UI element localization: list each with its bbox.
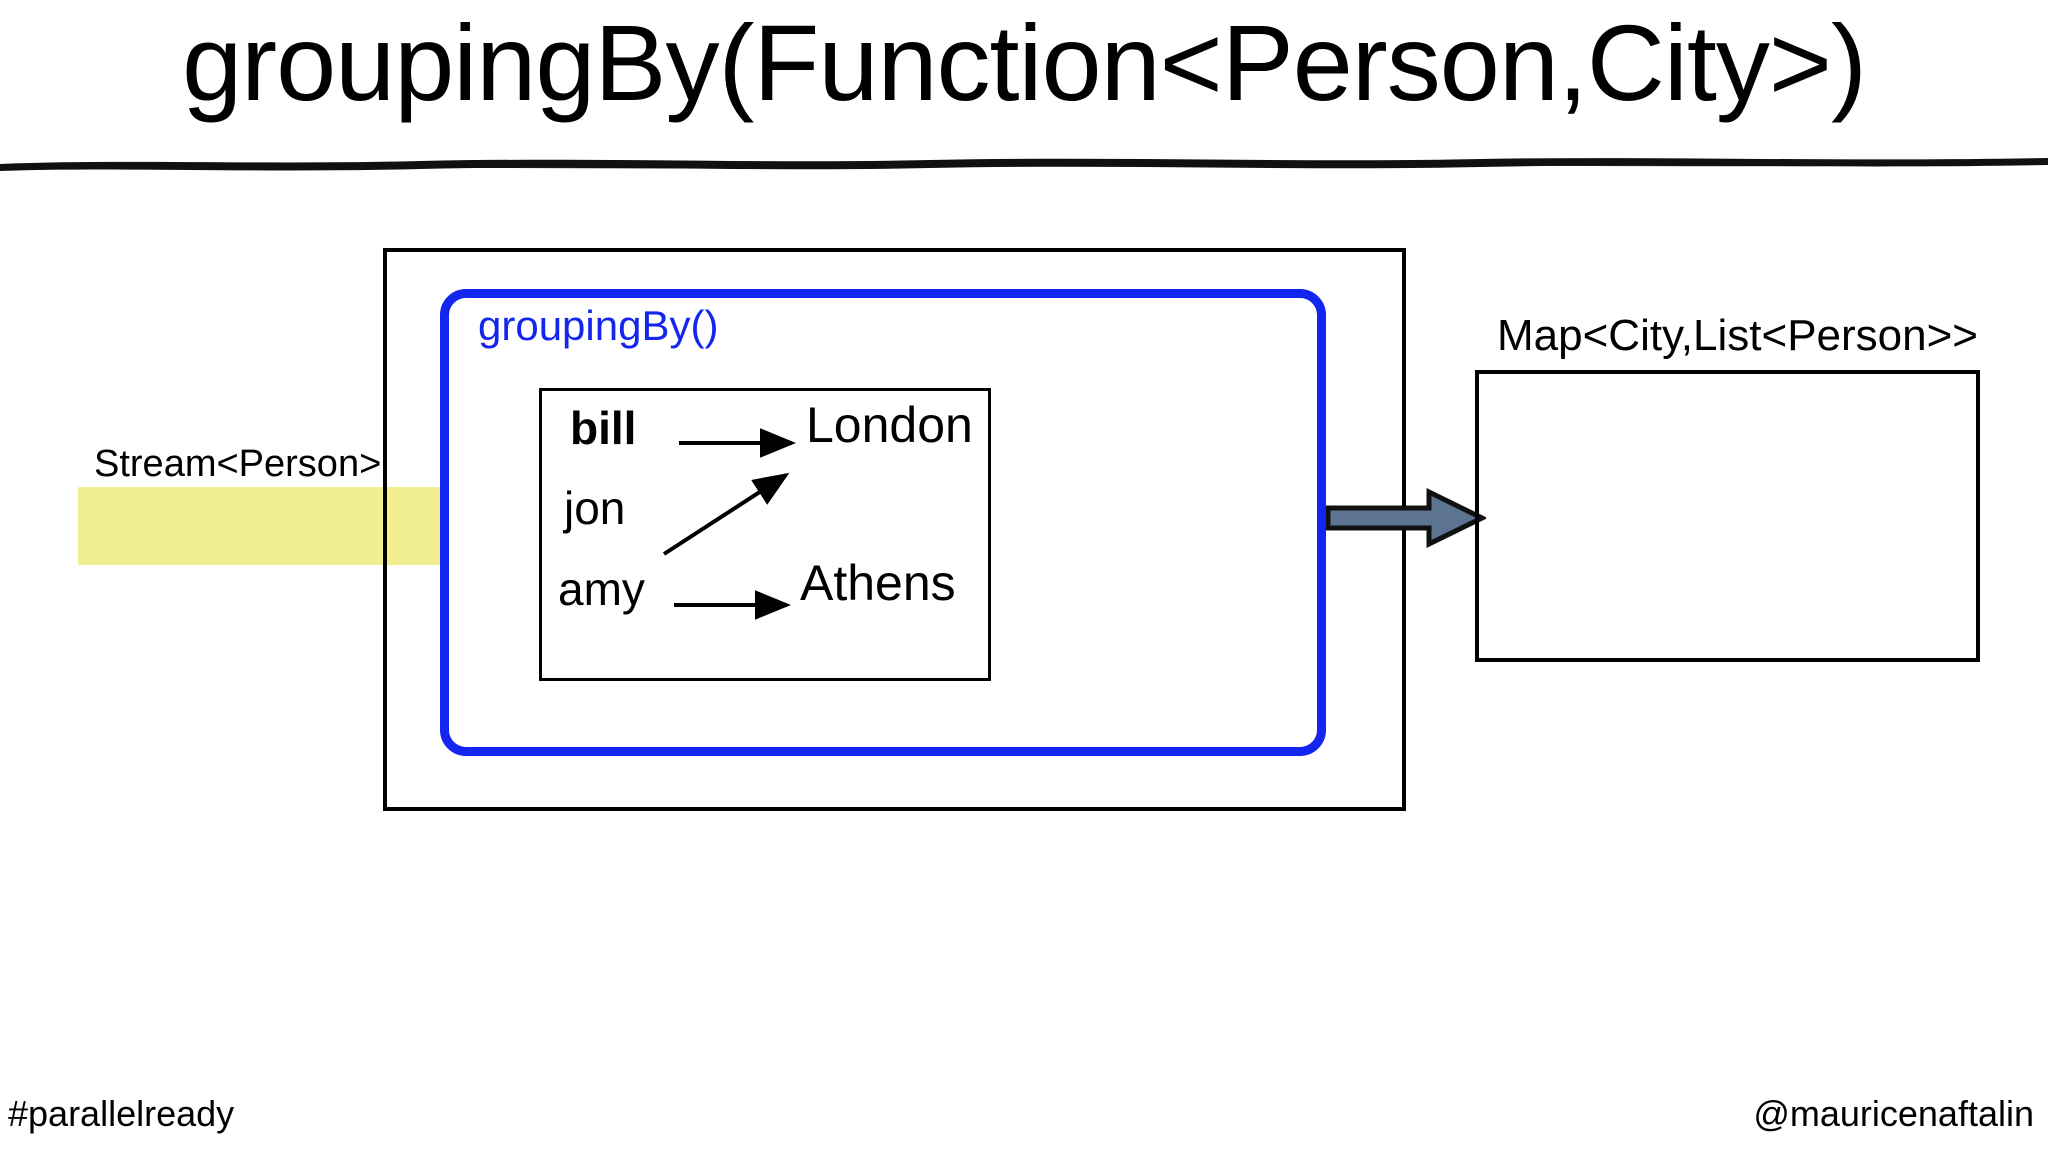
map-output-box — [1475, 370, 1980, 662]
mapping-value-london: London — [806, 397, 973, 453]
mapping-key-0: bill — [570, 402, 637, 454]
collector-box — [440, 289, 1326, 756]
map-output-label: Map<City,List<Person>> — [1497, 311, 1978, 360]
stream-band — [78, 487, 440, 565]
mapping-key-1: jon — [564, 482, 626, 534]
collector-label: groupingBy() — [478, 302, 719, 349]
footer-handle: @mauricenaftalin — [1753, 1093, 2034, 1134]
mapping-value-athens: Athens — [800, 555, 956, 611]
title-divider-rule — [0, 158, 2048, 171]
footer-hashtag: #parallelready — [8, 1093, 235, 1134]
page-title: groupingBy(Function<Person,City>) — [182, 2, 1867, 123]
stream-input-label: Stream<Person> — [94, 443, 382, 485]
result-arrow — [1326, 488, 1486, 548]
mapping-key-2: amy — [558, 563, 645, 615]
classifier-mapping-box — [539, 388, 991, 681]
